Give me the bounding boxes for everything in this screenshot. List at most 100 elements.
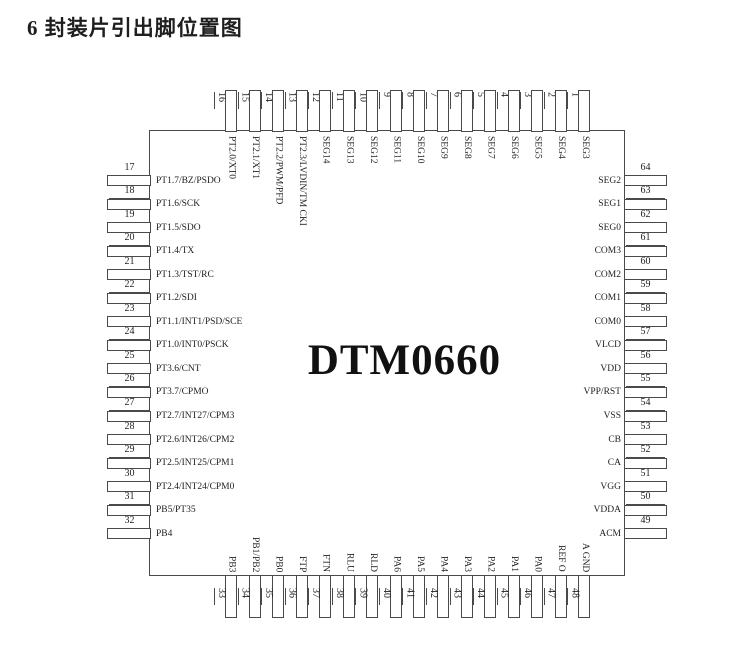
pin-pad — [319, 90, 332, 132]
pin-pad — [460, 90, 473, 132]
pin-label: PA4 — [438, 555, 449, 572]
pin-number: 21 — [109, 256, 150, 270]
pin-label: SEG6 — [509, 136, 520, 159]
pin-pad — [107, 386, 151, 398]
pin-pad — [624, 434, 667, 446]
pin-number: 36 — [284, 588, 298, 605]
pin-number: 54 — [626, 397, 665, 411]
pin-number: 19 — [109, 209, 150, 223]
pin-pad — [107, 363, 151, 375]
pin-number: 3 — [520, 92, 533, 109]
pin-pad — [295, 90, 308, 132]
pin-label: PA3 — [462, 555, 472, 572]
pin-pad — [248, 90, 261, 132]
pin-pad — [484, 90, 497, 132]
pin-label: VGG — [600, 481, 621, 492]
pin-pad — [624, 245, 667, 257]
pin-number: 48 — [567, 588, 580, 605]
pin-pad — [624, 410, 667, 422]
pin-pad — [507, 575, 520, 618]
pin-number: 17 — [109, 162, 150, 176]
pin-pad — [107, 528, 151, 540]
pin-number: 33 — [214, 588, 227, 605]
pin-label: FTN — [320, 554, 331, 572]
pin-pad — [531, 575, 544, 618]
pin-label: SEG11 — [391, 136, 402, 164]
pin-label: PT2.2/PWM/PFD — [273, 136, 284, 205]
pin-pad — [107, 245, 151, 257]
pin-number: 2 — [543, 92, 557, 109]
pin-label: PT1.1/INT1/PSD/SCE — [156, 316, 243, 327]
pin-pad — [624, 481, 667, 493]
pin-pad — [342, 90, 355, 132]
pin-number: 8 — [402, 92, 415, 109]
pin-number: 34 — [237, 588, 251, 605]
pin-number: 37 — [308, 588, 321, 605]
pin-number: 38 — [331, 588, 345, 605]
pin-label: PT2.1/XT1 — [250, 136, 261, 180]
pin-label: PA2 — [485, 555, 496, 572]
pin-label: A GND — [579, 542, 590, 572]
pin-number: 59 — [626, 279, 665, 294]
pin-pad — [413, 90, 426, 132]
pin-pad — [107, 222, 151, 234]
pin-pad — [107, 316, 151, 328]
pin-label: SEG4 — [556, 136, 567, 159]
pin-pad — [624, 339, 667, 351]
pin-number: 28 — [109, 421, 150, 435]
pin-number: 60 — [626, 256, 665, 270]
pin-label: PB4 — [156, 528, 173, 539]
pin-number: 26 — [109, 373, 150, 388]
pin-pad — [107, 339, 151, 351]
pin-label: PT1.5/SDO — [156, 222, 201, 233]
pin-label: PT3.6/CNT — [156, 363, 201, 374]
pin-number: 47 — [543, 588, 557, 605]
pin-pad — [624, 316, 667, 328]
pin-number: 61 — [626, 232, 665, 247]
pin-number: 9 — [378, 92, 392, 109]
pin-number: 44 — [473, 588, 486, 605]
pin-pad — [624, 457, 667, 469]
pin-number: 7 — [425, 92, 439, 109]
pin-number: 22 — [109, 279, 150, 294]
pin-pad — [107, 481, 151, 493]
pin-label: SEG13 — [344, 136, 355, 164]
pin-pad — [342, 575, 355, 618]
pin-number: 5 — [473, 92, 486, 109]
pin-pad — [366, 575, 379, 618]
pin-number: 20 — [109, 232, 150, 247]
pin-label: PT1.6/SCK — [156, 199, 201, 210]
pin-pad — [624, 292, 667, 304]
pin-pad — [389, 90, 402, 132]
pin-label: PT2.4/INT24/CPM0 — [156, 481, 235, 492]
pin-number: 16 — [214, 92, 227, 109]
pin-number: 15 — [237, 92, 251, 109]
pin-label: SEG1 — [598, 199, 621, 210]
pin-label: SEG10 — [414, 136, 425, 164]
pin-number: 63 — [626, 185, 665, 200]
pin-pad — [624, 528, 667, 540]
pin-number: 13 — [284, 92, 298, 109]
pin-number: 11 — [331, 92, 345, 109]
pin-pad — [248, 575, 261, 618]
pin-pad — [107, 457, 151, 469]
pin-number: 52 — [626, 444, 665, 459]
pin-pad — [107, 175, 151, 186]
pin-number: 27 — [109, 397, 150, 411]
pin-number: 29 — [109, 444, 150, 459]
pin-number: 30 — [109, 468, 150, 482]
pin-label: SEG12 — [367, 136, 378, 164]
pin-label: VDD — [600, 363, 621, 374]
pin-pad — [272, 575, 285, 618]
pin-number: 42 — [425, 588, 439, 605]
pin-number: 32 — [109, 515, 150, 529]
pin-number: 56 — [626, 350, 665, 364]
pin-label: PA0 — [532, 555, 543, 572]
pin-pad — [554, 90, 567, 132]
pin-number: 53 — [626, 421, 665, 435]
chip-name: DTM0660 — [307, 337, 502, 384]
pin-number: 62 — [626, 209, 665, 223]
pin-label: SEG14 — [320, 136, 331, 164]
pin-label: PT3.7/CPMO — [156, 387, 209, 398]
pin-label: RLU — [344, 553, 355, 572]
